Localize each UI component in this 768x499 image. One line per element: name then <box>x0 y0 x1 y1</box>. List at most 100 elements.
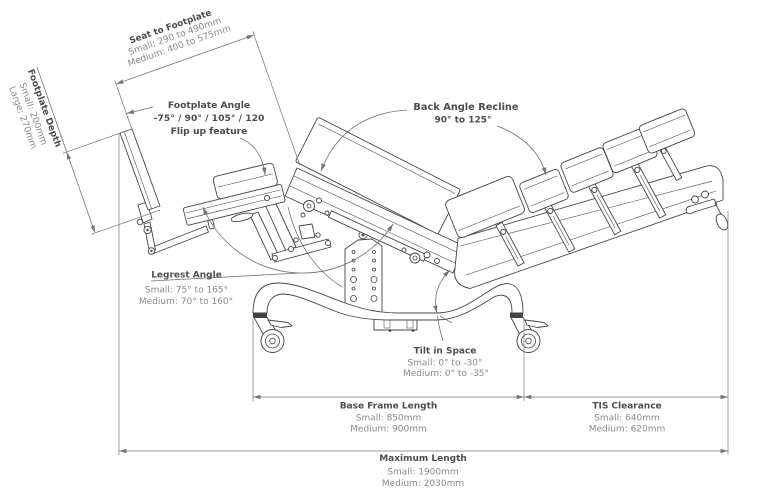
label-footplate-angle: Footplate Angle -75° / 90° / 105° / 120 … <box>154 100 265 137</box>
post-slot <box>552 215 570 246</box>
post-slot <box>505 236 519 260</box>
caster-wheel-hub <box>269 337 276 345</box>
dimension-lines <box>36 31 729 455</box>
back-pad-posts <box>495 142 683 267</box>
post-slot <box>639 174 661 212</box>
tilt-handle-knob <box>715 213 729 231</box>
base-frame-tube <box>252 282 524 321</box>
footplate-bevel-line <box>124 132 152 209</box>
tilt-handle-stem <box>714 202 722 215</box>
column-top-roller-axle <box>361 233 365 237</box>
legrest-link-bar <box>271 238 332 263</box>
tilt-reference-tick <box>439 315 453 324</box>
base-frame-length-title: Base Frame Length <box>340 402 438 412</box>
annotation-leaders <box>126 106 547 342</box>
hinge-bolt <box>136 218 144 226</box>
tilt-handle-lever <box>685 198 718 215</box>
column-adjust-hole-large <box>350 295 357 302</box>
legrest-angle-title: Legrest Angle <box>151 271 222 281</box>
pad-cushion <box>519 169 569 213</box>
flip-up-leader <box>239 137 267 176</box>
column-adjust-hole <box>351 267 356 272</box>
column-adjust-hole-large <box>350 276 357 283</box>
tilt-in-space-arc <box>433 269 451 314</box>
tilt-in-space-medium-value: Medium: 0° to -35° <box>403 369 489 379</box>
legrest-angle-arc <box>202 206 394 274</box>
legrest-angle-medium-value: Medium: 70° to 160° <box>139 297 233 307</box>
label-tilt-in-space: Tilt in Space Small: 0° to -30° Medium: … <box>403 346 489 379</box>
tilt-bolt <box>293 237 299 243</box>
back-pad <box>560 147 614 193</box>
back-pad <box>519 169 569 213</box>
back-pad-lumbar <box>445 176 525 238</box>
legrest-clamp-knob <box>207 219 215 230</box>
recline-clamp <box>409 252 421 264</box>
caster-brake-pedal <box>524 319 549 328</box>
motor-foot <box>411 329 415 332</box>
seat-bolt <box>324 210 330 216</box>
post-bolt <box>500 228 507 235</box>
footplate-flip-up-note: Flip up feature <box>171 126 248 137</box>
label-footplate-depth: Footplate Depth Small: 200mm Large: 270m… <box>6 68 62 151</box>
seat-clamp <box>303 200 315 212</box>
extension-line-seat-to-footplate-front <box>114 80 133 130</box>
back-pad-post <box>495 221 525 267</box>
label-back-angle-recline: Back Angle Recline 90° to 125° <box>413 102 518 126</box>
column-adjust-hole <box>351 250 356 254</box>
back-angle-arc-back <box>496 125 547 176</box>
tilt-in-space-title: Tilt in Space <box>414 346 477 356</box>
linkage-bolt <box>272 255 278 261</box>
extension-line-footplate-bottom <box>91 209 161 235</box>
caster-rear <box>510 312 549 353</box>
linkage-bolt <box>264 195 270 201</box>
seat-bolt <box>300 212 306 218</box>
caster-wheel <box>516 329 541 353</box>
back-angle-recline-title: Back Angle Recline <box>413 102 518 113</box>
headrest-pad <box>638 108 696 154</box>
label-tis-clearance: TIS Clearance Small: 640mm Medium: 620mm <box>589 402 666 435</box>
footplate-depth-label-leader <box>36 66 68 153</box>
post-bolt <box>634 166 641 173</box>
dimension-footplate-depth <box>66 151 96 234</box>
column-adjust-hole <box>351 258 356 263</box>
tilt-bracket <box>298 223 316 240</box>
seat-bolt <box>316 197 322 204</box>
column-adjust-hole <box>372 286 376 291</box>
caster-front <box>253 312 293 353</box>
motor-foot <box>388 329 392 332</box>
tilt-in-space-small-value: Small: 0° to -30° <box>407 359 482 369</box>
calf-pad-seam <box>217 173 273 188</box>
maximum-length-small-value: Small: 1900mm <box>387 468 458 478</box>
recline-clamp-center <box>412 255 418 261</box>
footplate-angle-title: Footplate Angle <box>168 100 250 111</box>
footplate-angle-values: -75° / 90° / 105° / 120 <box>154 113 265 124</box>
post-slot <box>596 194 616 228</box>
post-bolt <box>547 207 554 214</box>
base-frame-length-small-value: Small: 850mm <box>356 414 422 424</box>
linkage-bolt <box>325 240 331 246</box>
caster-wheel-hub <box>525 337 532 345</box>
column-adjust-hole-large <box>370 295 378 302</box>
pad-cushion <box>638 108 696 154</box>
legrest-linkage-bolts <box>264 195 331 261</box>
lift-column <box>344 230 383 317</box>
caster-wheel <box>260 329 285 353</box>
column-adjust-hole-large <box>370 276 378 283</box>
footplate-bar-pivot-center <box>150 249 153 253</box>
tilt-in-space-leader <box>437 315 444 342</box>
label-seat-to-footplate: Seat to Footplate Small: 290 to 490mm Me… <box>127 8 233 69</box>
pad-cushion <box>445 176 525 238</box>
tis-clearance-small-value: Small: 640mm <box>594 414 660 424</box>
column-adjust-hole <box>372 267 376 272</box>
hinge-pivot-center <box>146 228 149 232</box>
tis-clearance-medium-value: Medium: 620mm <box>589 425 666 435</box>
caster-brake-pedal <box>267 319 293 328</box>
caster-collar <box>510 312 523 318</box>
pad-seam <box>523 175 565 207</box>
base-frame-length-medium-value: Medium: 900mm <box>350 425 427 435</box>
back-pad-post <box>542 200 576 253</box>
back-angle-recline-range: 90° to 125° <box>434 116 491 126</box>
caster-collar <box>253 312 267 318</box>
